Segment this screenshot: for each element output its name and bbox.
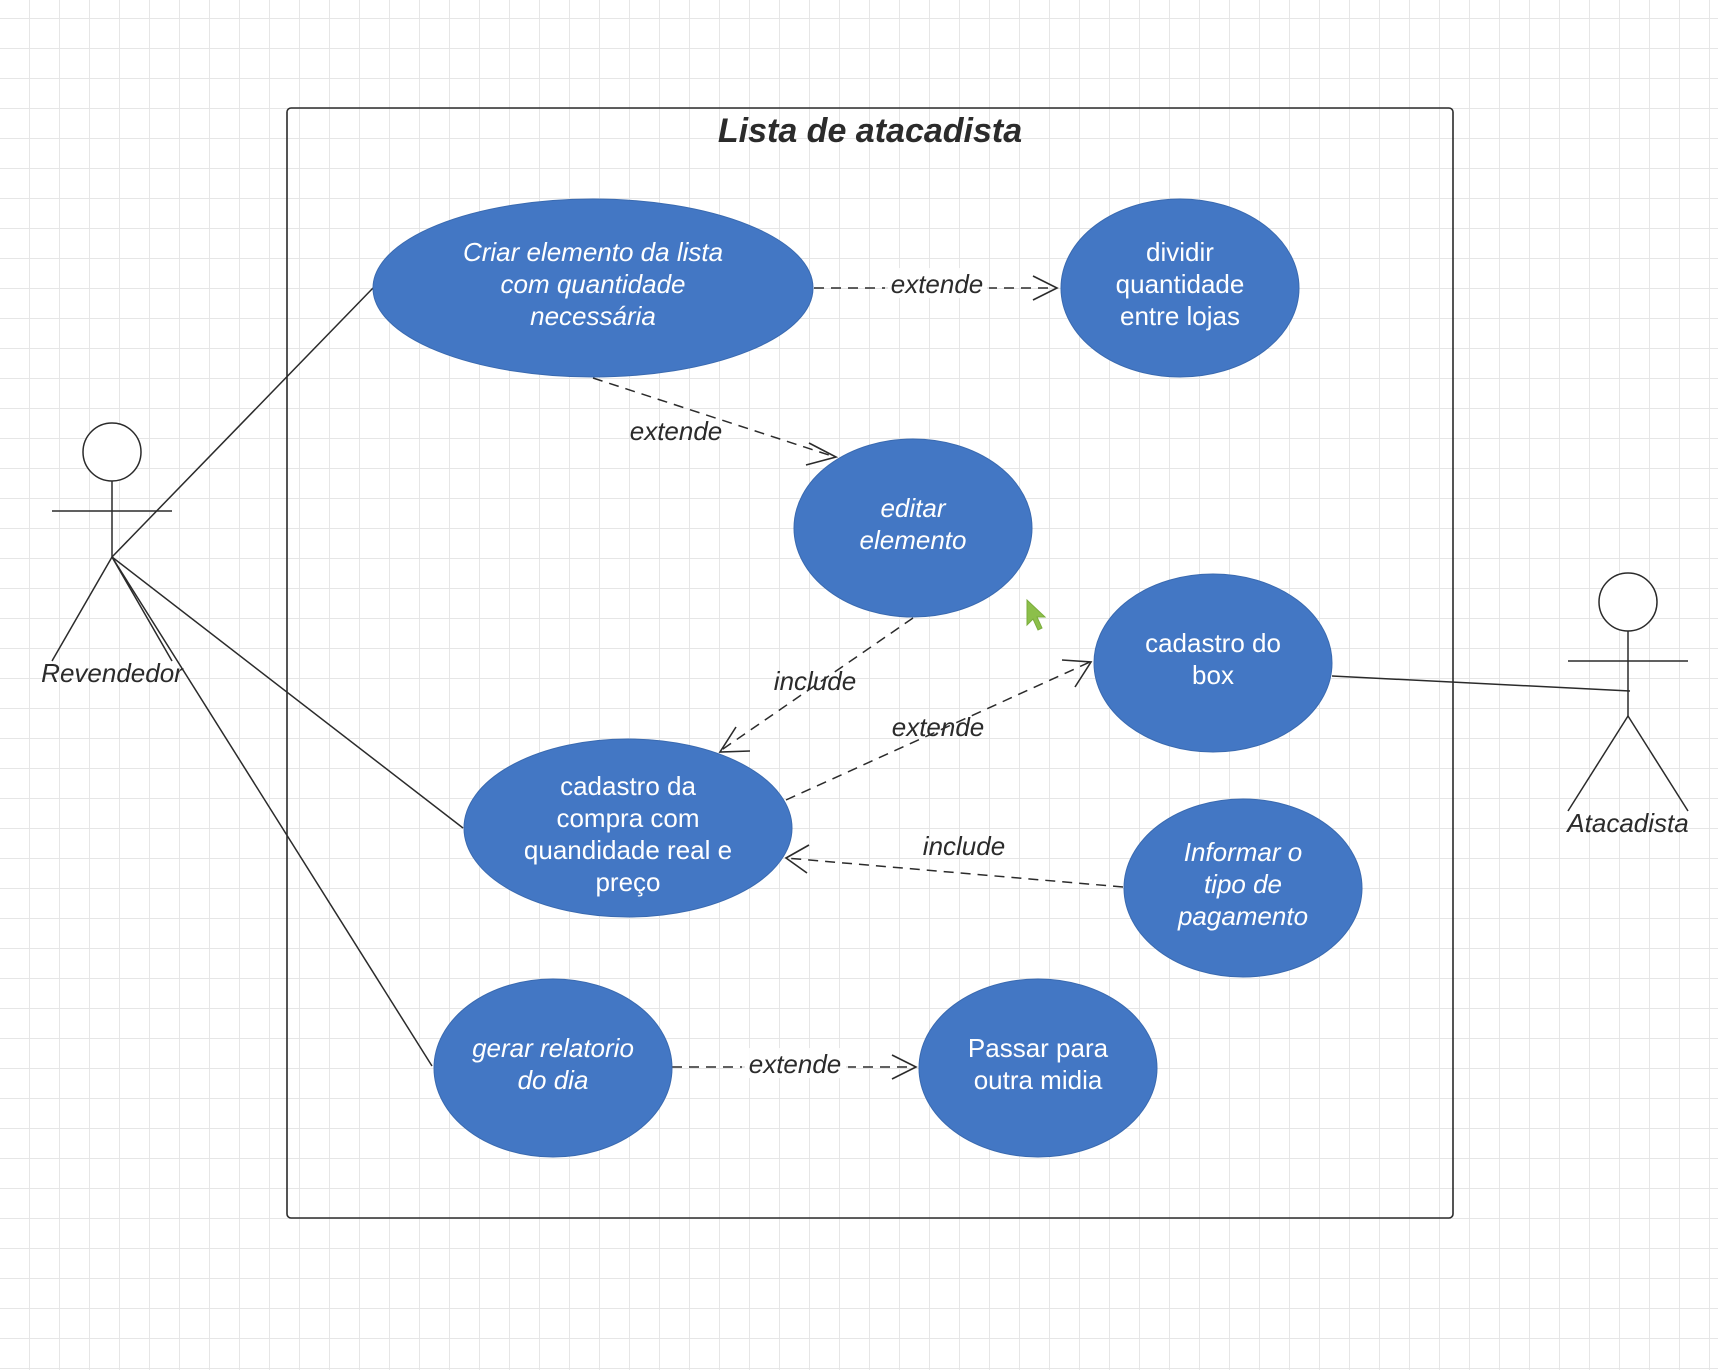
label-relatorio-midia: extende: [749, 1049, 842, 1079]
use-case-label-line: tipo de: [1204, 869, 1282, 899]
use-case-label-line: quandidade real e: [524, 835, 732, 865]
use-case-label-line: pagamento: [1177, 901, 1308, 931]
label-criar-dividir: extende: [891, 269, 984, 299]
dashed-relations: [592, 287, 1124, 1068]
arrowhead-midia: [891, 1054, 918, 1080]
actor-head: [1598, 572, 1658, 632]
use-case-label-line: Informar o: [1184, 837, 1303, 867]
actor-associations: [111, 287, 1631, 1067]
arrowhead-editar: [805, 442, 839, 466]
use-case-cadastro-compra[interactable]: cadastro da compra com quandidade real e…: [463, 738, 793, 918]
label-compra-box: extende: [892, 712, 985, 742]
use-case-label-line: compra com: [556, 803, 699, 833]
use-case-editar-elemento[interactable]: editar elemento: [793, 438, 1033, 618]
actor-revendedor[interactable]: [51, 422, 173, 662]
use-case-gerar-relatorio[interactable]: gerar relatorio do dia: [433, 978, 673, 1158]
label-pagamento-compra: include: [923, 831, 1005, 861]
actor-atacadista[interactable]: [1567, 572, 1689, 812]
use-case-label-line: Passar para: [968, 1033, 1109, 1063]
use-case-label-line: do dia: [518, 1065, 589, 1095]
use-case-label-line: Criar elemento da lista: [463, 237, 723, 267]
use-case-label-line: entre lojas: [1120, 301, 1240, 331]
arrowheads: [718, 275, 1093, 1080]
use-case-label-line: necessária: [530, 301, 656, 331]
cursor-icon: [1026, 598, 1047, 631]
system-title: Lista de atacadista: [718, 112, 1022, 150]
use-case-label-line: dividir: [1146, 237, 1214, 267]
use-case-informar-pagamento[interactable]: Informar o tipo de pagamento: [1123, 798, 1363, 978]
use-case-label-line: cadastro do: [1145, 628, 1281, 658]
use-case-criar-elemento[interactable]: Criar elemento da lista com quantidade n…: [372, 198, 814, 378]
use-case-label-line: outra midia: [974, 1065, 1103, 1095]
use-case-label-line: elemento: [860, 525, 967, 555]
use-case-label-line: box: [1192, 660, 1234, 690]
relation-labels: extende extende include extende include …: [630, 268, 1005, 1079]
use-case-label-line: preço: [595, 867, 660, 897]
label-criar-editar: extende: [630, 416, 723, 446]
arrowhead-box: [1061, 659, 1093, 688]
actor-revendedor-label: Revendedor: [41, 658, 184, 688]
use-case-label-line: editar: [880, 493, 946, 523]
use-case-label-line: cadastro da: [560, 771, 696, 801]
label-editar-compra: include: [774, 666, 856, 696]
arrowhead-compra-include: [718, 726, 751, 753]
arrowhead-compra-from-pagamento: [784, 844, 810, 874]
use-case-label-line: quantidade: [1116, 269, 1245, 299]
arrowhead-dividir: [1032, 275, 1059, 301]
use-case-passar-midia[interactable]: Passar para outra midia: [918, 978, 1158, 1158]
use-case-label-line: com quantidade: [500, 269, 685, 299]
actor-atacadista-label: Atacadista: [1565, 808, 1688, 838]
actor-head: [82, 422, 142, 482]
use-case-dividir-quantidade[interactable]: dividir quantidade entre lojas: [1060, 198, 1300, 378]
use-case-label-line: gerar relatorio: [472, 1033, 634, 1063]
system-boundary: [286, 107, 1454, 1219]
use-case-cadastro-box[interactable]: cadastro do box: [1093, 573, 1333, 753]
